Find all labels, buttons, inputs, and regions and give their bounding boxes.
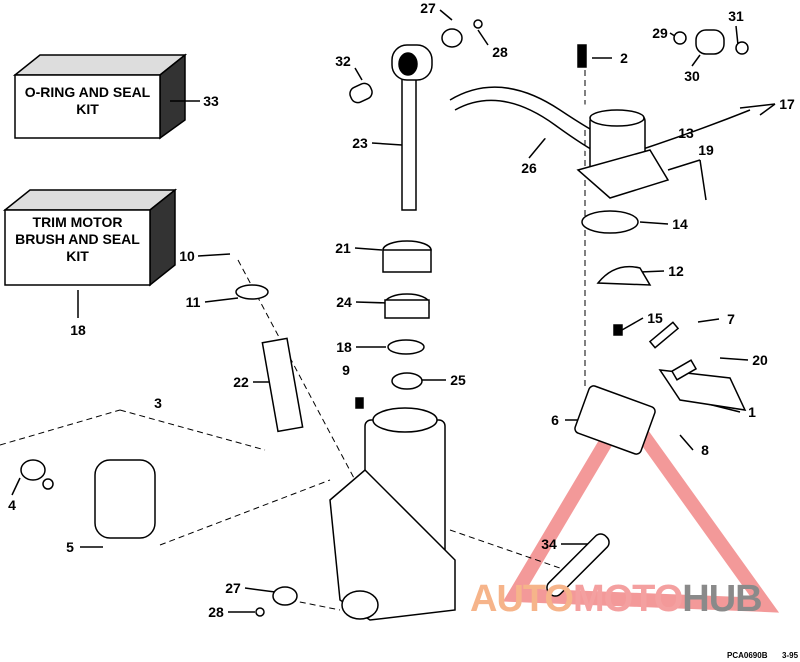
callout: 7 [727, 311, 735, 327]
callout: 11 [185, 294, 201, 310]
callout: 8 [701, 442, 709, 458]
callout: 9 [342, 362, 350, 378]
callout: 10 [179, 248, 195, 264]
callout: 33 [203, 93, 219, 109]
callout: 28 [492, 44, 508, 60]
callout: 31 [728, 8, 744, 24]
leader-lines [11, 9, 776, 613]
callout: 12 [668, 263, 684, 279]
callout: 27 [420, 0, 436, 16]
callout: 30 [684, 68, 700, 84]
figure-date: 3-95 [782, 651, 799, 660]
callout: 25 [450, 372, 466, 388]
callout: 19 [698, 142, 714, 158]
callout: 17 [779, 96, 795, 112]
callout: 23 [352, 135, 368, 151]
callout: 29 [652, 25, 668, 41]
callout: 6 [551, 412, 559, 428]
callout: 18 [70, 322, 86, 338]
callout: 22 [233, 374, 249, 390]
callout: 26 [521, 160, 537, 176]
watermark-moto: MOTO [572, 578, 683, 620]
figure-code: PCA0690B [727, 651, 768, 660]
oring-kit-box [12, 53, 188, 140]
watermark-hub: HUB [682, 578, 762, 620]
callout: 15 [647, 310, 663, 326]
callout: 13 [678, 125, 694, 141]
callout: 21 [335, 240, 351, 256]
trim-motor-kit-label: TRIM MOTOR BRUSH AND SEAL KIT [15, 214, 140, 264]
callout: 14 [672, 216, 688, 232]
callout: 32 [335, 53, 351, 69]
oring-kit-label: O-RING AND SEAL KIT [24, 84, 151, 117]
trim-motor-kit-box [2, 188, 178, 287]
callout: 2 [620, 50, 628, 66]
watermark-auto: AUTO [470, 578, 574, 620]
watermark-triangle [502, 397, 780, 613]
callout: 28 [208, 604, 224, 620]
callout: 1 [748, 404, 756, 420]
parts [20, 19, 751, 621]
callout: 5 [66, 539, 74, 555]
callout: 27 [225, 580, 241, 596]
callout: 20 [752, 352, 768, 368]
callout: 24 [336, 294, 352, 310]
assembly-lines [0, 70, 586, 611]
callout: 18 [336, 339, 352, 355]
watermark-text: AUTOMOTOHUB [470, 578, 763, 621]
callout: 4 [8, 497, 16, 513]
callout: 3 [154, 395, 162, 411]
callout: 34 [541, 536, 557, 552]
